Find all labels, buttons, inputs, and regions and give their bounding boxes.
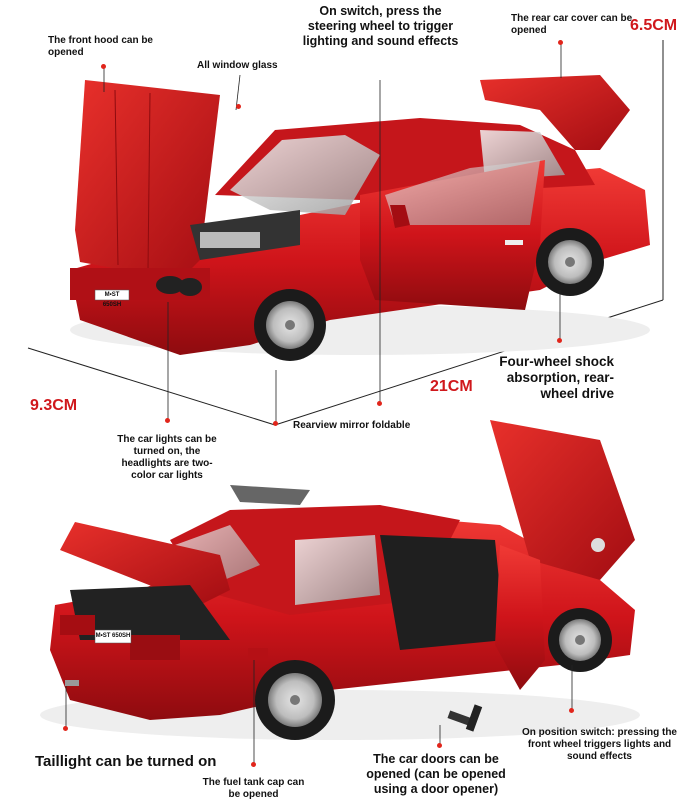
height-dimension: 6.5CM	[630, 17, 678, 34]
length-dimension: 21CM	[430, 378, 473, 395]
door-opener-tool	[447, 704, 483, 732]
label-mirror: Rearview mirror foldable	[293, 420, 411, 431]
label-window-glass: All window glass	[197, 60, 278, 71]
marker-dot-taillight	[63, 726, 68, 731]
marker-dot-mirror	[273, 421, 278, 426]
top-car	[70, 75, 650, 361]
marker-dot-doors	[437, 743, 442, 748]
marker-dot-glass	[236, 104, 241, 109]
label-taillight: Taillight can be turned on	[35, 753, 217, 770]
label-position-switch: On position switch: pressing the front w…	[521, 727, 677, 762]
marker-dot-shock	[557, 338, 562, 343]
marker-dot-on-switch	[377, 401, 382, 406]
rear-license-plate: M•ST 650SH	[95, 633, 131, 639]
leader-lines	[65, 42, 573, 764]
marker-dot-rear-cover	[558, 40, 563, 45]
marker-dot-front-hood	[101, 64, 106, 69]
label-doors: The car doors can be opened (can be open…	[366, 752, 506, 796]
label-on-switch: On switch, press the steering wheel to t…	[302, 4, 459, 48]
bottom-car	[40, 420, 640, 740]
label-fuel-cap: The fuel tank cap can be opened	[202, 777, 305, 800]
marker-dot-position	[569, 708, 574, 713]
label-front-hood: The front hood can be opened	[48, 35, 153, 58]
front-license-plate: M•ST 650SH	[102, 292, 122, 308]
marker-dot-lights	[165, 418, 170, 423]
label-rear-cover: The rear car cover can be opened	[511, 13, 633, 36]
label-shock: Four-wheel shock absorption, rear-wheel …	[499, 354, 614, 401]
marker-dot-fuel	[251, 762, 256, 767]
label-car-lights: The car lights can be turned on, the hea…	[117, 434, 217, 481]
width-dimension: 9.3CM	[30, 397, 78, 414]
